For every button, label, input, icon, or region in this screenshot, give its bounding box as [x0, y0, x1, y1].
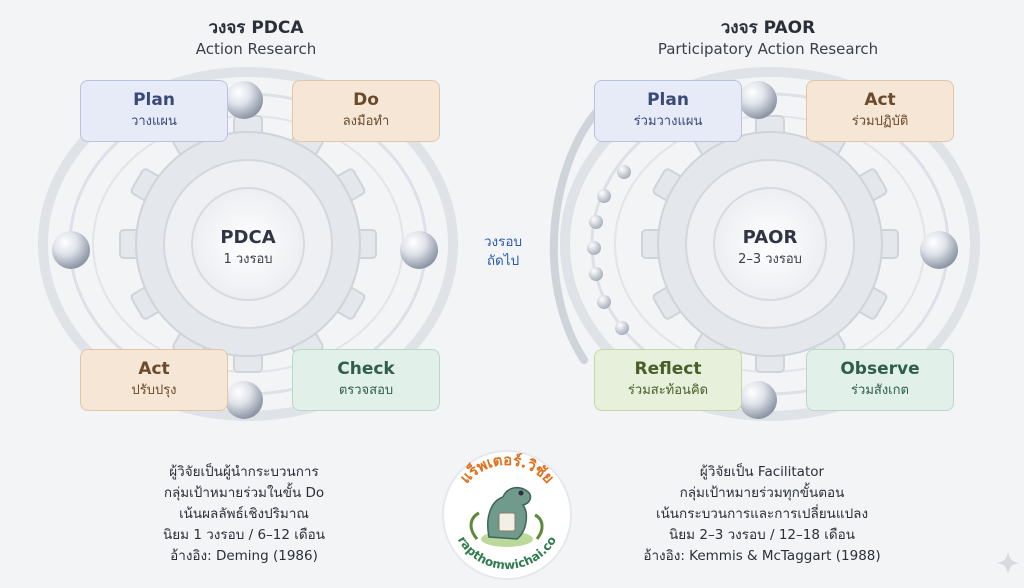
sphere-left	[52, 231, 90, 269]
pdca-do-box: Do ลงมือทำ	[292, 80, 440, 142]
paor-act-box: Act ร่วมปฏิบัติ	[806, 80, 954, 142]
plan-label: Plan	[647, 90, 689, 110]
pdca-desc-line: ผู้วิจัยเป็นผู้นำกระบวนการ	[169, 464, 319, 480]
paor-desc-line: เน้นกระบวนการและการเปลี่ยนแปลง	[655, 506, 869, 522]
paor-desc-line: กลุ่มเป้าหมายร่วมทุกขั้นตอน	[679, 485, 845, 501]
check-label: Check	[337, 359, 395, 379]
paor-subtitle: Participatory Action Research	[657, 40, 879, 58]
paor-desc-line: อ้างอิง: Kemmis & McTaggart (1988)	[643, 548, 881, 564]
next-cycle-label: วงรอบ ถัดไป	[468, 233, 538, 271]
act-sub-label: ร่วมปฏิบัติ	[851, 114, 909, 129]
paor-description: ผู้วิจัยเป็น Facilitator กลุ่มเป้าหมายร่…	[582, 462, 942, 567]
pdca-desc-line: เน้นผลลัพธ์เชิงปริมาณ	[179, 506, 309, 522]
next-cycle-line: วงรอบ	[483, 234, 523, 250]
pdca-center-sub: 1 วงรอบ	[223, 252, 273, 267]
progress-dots	[587, 165, 631, 335]
reflect-label: Reflect	[634, 359, 702, 379]
sphere-right	[400, 231, 438, 269]
pdca-act-box: Act ปรับปรุง	[80, 349, 228, 411]
sphere-bottom	[739, 381, 777, 419]
act-label: Act	[864, 90, 896, 110]
reflect-sub-label: ร่วมสะท้อนคิด	[627, 383, 709, 398]
pdca-panel: วงจร PDCA Action Research	[38, 18, 458, 567]
plan-sub-label: ร่วมวางแผน	[633, 114, 703, 129]
check-sub-label: ตรวจสอบ	[338, 383, 394, 398]
paor-title: วงจร PAOR	[720, 18, 816, 38]
dinosaur-mascot-icon	[469, 486, 544, 547]
do-sub-label: ลงมือทำ	[342, 114, 390, 129]
next-cycle-line: ถัดไป	[486, 253, 520, 269]
pdca-subtitle: Action Research	[195, 40, 317, 58]
act-sub-label: ปรับปรุง	[131, 383, 177, 398]
plan-label: Plan	[133, 90, 175, 110]
sphere-right	[920, 231, 958, 269]
pdca-desc-line: กลุ่มเป้าหมายร่วมในขั้น Do	[163, 485, 325, 501]
paor-center-title: PAOR	[742, 227, 798, 248]
pdca-description: ผู้วิจัยเป็นผู้นำกระบวนการ กลุ่มเป้าหมาย…	[64, 462, 424, 567]
observe-label: Observe	[840, 359, 920, 379]
paor-observe-box: Observe ร่วมสังเกต	[806, 349, 954, 411]
paor-center-sub: 2–3 วงรอบ	[738, 252, 802, 267]
paor-panel: วงจร PAOR Participatory Action Research	[512, 0, 1024, 588]
paor-reflect-box: Reflect ร่วมสะท้อนคิด	[594, 349, 742, 411]
do-label: Do	[353, 90, 379, 110]
paor-plan-box: Plan ร่วมวางแผน	[594, 80, 742, 142]
paor-desc-line: ผู้วิจัยเป็น Facilitator	[699, 464, 825, 480]
pdca-check-box: Check ตรวจสอบ	[292, 349, 440, 411]
paor-center: PAOR 2–3 วงรอบ	[710, 226, 830, 270]
pdca-cycle-graphic	[38, 67, 458, 421]
pdca-desc-line: นิยม 1 วงรอบ / 6–12 เดือน	[163, 527, 325, 543]
act-label: Act	[138, 359, 170, 379]
raptor-wichai-logo: แร็พเตอร์.วิชัย rapthomwichai.co	[442, 450, 572, 580]
sparkle-icon	[996, 551, 1020, 575]
paor-desc-line: นิยม 2–3 วงรอบ / 12–18 เดือน	[669, 527, 855, 543]
observe-sub-label: ร่วมสังเกต	[851, 383, 909, 398]
plan-sub-label: วางแผน	[131, 114, 177, 129]
pdca-title: วงจร PDCA	[208, 18, 304, 38]
pdca-desc-line: อ้างอิง: Deming (1986)	[170, 548, 318, 564]
pdca-center-title: PDCA	[220, 227, 276, 248]
sphere-bottom	[225, 381, 263, 419]
sphere-top	[739, 81, 777, 119]
pdca-center: PDCA 1 วงรอบ	[188, 226, 308, 270]
pdca-plan-box: Plan วางแผน	[80, 80, 228, 142]
paor-cycle-graphic	[549, 67, 980, 421]
sphere-top	[225, 81, 263, 119]
